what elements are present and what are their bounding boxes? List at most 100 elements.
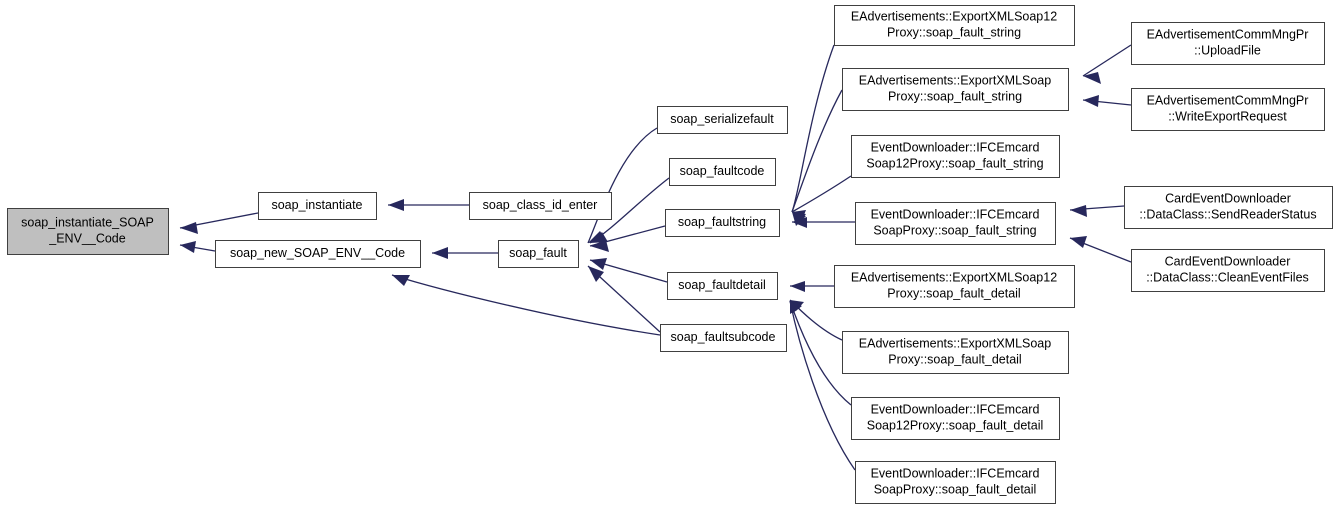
arrowhead-icon: [590, 232, 608, 243]
node-soap_instantiate[interactable]: soap_instantiate: [258, 192, 377, 220]
node-label: Proxy::soap_fault_string: [888, 89, 1022, 103]
node-box[interactable]: [657, 106, 788, 134]
arrowhead-icon: [1070, 205, 1087, 217]
node-label: ::WriteExportRequest: [1168, 109, 1287, 123]
node-label: soap_faultdetail: [678, 278, 766, 292]
node-label: EventDownloader::IFCEmcard: [871, 402, 1040, 416]
node-label: CardEventDownloader: [1165, 254, 1291, 268]
node-label: EventDownloader::IFCEmcard: [871, 207, 1040, 221]
arrowhead-icon: [792, 217, 807, 228]
node-box[interactable]: [834, 265, 1075, 308]
arrowhead-icon: [588, 266, 604, 282]
node-CardEventDownloader_DataClass_SendReaderStatus[interactable]: CardEventDownloader::DataClass::SendRead…: [1124, 186, 1333, 229]
node-soap_faultstring[interactable]: soap_faultstring: [665, 209, 780, 237]
edge-EventDownloader_IFCEmcardSoap12Proxy_soap_fault_string-to-soap_faultstring: [791, 175, 852, 213]
node-EAdvertisements_ExportXMLSoap12Proxy_soap_fault_string[interactable]: EAdvertisements::ExportXMLSoap12Proxy::s…: [834, 5, 1075, 46]
node-soap_instantiate_SOAP_ENV__Code[interactable]: soap_instantiate_SOAP_ENV__Code: [7, 208, 169, 255]
node-label: EAdvertisementCommMngPr: [1147, 93, 1309, 107]
edge-EAdvertisements_ExportXMLSoapProxy_soap_fault_string-to-soap_faultstring: [791, 89, 843, 213]
node-box[interactable]: [1131, 249, 1325, 292]
node-box[interactable]: [469, 192, 612, 220]
arrowhead-icon: [1083, 72, 1101, 84]
nodes-layer: soap_instantiate_SOAP_ENV__Codesoap_inst…: [7, 5, 1333, 504]
node-label: CardEventDownloader: [1165, 191, 1291, 205]
edge-soap_serializefault-to-soap_fault: [587, 127, 658, 244]
node-label: soap_class_id_enter: [483, 198, 598, 212]
node-label: soap_faultsubcode: [671, 330, 776, 344]
node-EventDownloader_IFCEmcardSoap12Proxy_soap_fault_string[interactable]: EventDownloader::IFCEmcardSoap12Proxy::s…: [851, 135, 1060, 178]
node-box[interactable]: [851, 135, 1060, 178]
node-EAdvertisements_ExportXMLSoap12Proxy_soap_fault_detail[interactable]: EAdvertisements::ExportXMLSoap12Proxy::s…: [834, 265, 1075, 308]
node-label: soap_serializefault: [670, 112, 774, 126]
node-EAdvertisements_ExportXMLSoapProxy_soap_fault_string[interactable]: EAdvertisements::ExportXMLSoapProxy::soa…: [842, 68, 1069, 111]
edge-EventDownloader_IFCEmcardSoapProxy_soap_fault_detail-to-soap_faultdetail: [789, 300, 856, 471]
node-label: ::DataClass::SendReaderStatus: [1139, 207, 1316, 221]
node-box[interactable]: [215, 240, 421, 268]
node-soap_class_id_enter[interactable]: soap_class_id_enter: [469, 192, 612, 220]
node-label: soap_instantiate: [271, 198, 362, 212]
node-label: soap_fault: [509, 246, 567, 260]
node-EAdvertisements_ExportXMLSoapProxy_soap_fault_detail[interactable]: EAdvertisements::ExportXMLSoapProxy::soa…: [842, 331, 1069, 374]
node-label: soap_new_SOAP_ENV__Code: [230, 246, 405, 260]
node-soap_faultsubcode[interactable]: soap_faultsubcode: [660, 324, 787, 352]
node-soap_faultdetail[interactable]: soap_faultdetail: [667, 272, 778, 300]
arrowhead-icon: [180, 222, 198, 234]
node-box[interactable]: [834, 5, 1075, 46]
node-EAdvertisementCommMngPr_WriteExportRequest[interactable]: EAdvertisementCommMngPr::WriteExportRequ…: [1131, 88, 1325, 131]
node-box[interactable]: [258, 192, 377, 220]
node-box[interactable]: [498, 240, 579, 268]
node-box[interactable]: [1131, 22, 1325, 65]
arrowhead-icon: [1083, 95, 1099, 107]
edge-soap_faultsubcode-to-soap_new_SOAP_ENV__Code: [391, 274, 661, 336]
node-label: SoapProxy::soap_fault_string: [873, 223, 1036, 237]
node-soap_faultcode[interactable]: soap_faultcode: [669, 158, 776, 186]
arrowhead-icon: [392, 275, 410, 286]
arrowhead-icon: [790, 301, 800, 314]
node-soap_new_SOAP_ENV__Code[interactable]: soap_new_SOAP_ENV__Code: [215, 240, 421, 268]
node-box[interactable]: [665, 209, 780, 237]
node-box[interactable]: [842, 68, 1069, 111]
arrowhead-icon: [1070, 236, 1087, 248]
node-box[interactable]: [1124, 186, 1333, 229]
node-label: EventDownloader::IFCEmcard: [871, 140, 1040, 154]
node-label: soap_instantiate_SOAP: [21, 215, 154, 229]
node-label: Proxy::soap_fault_detail: [887, 286, 1020, 300]
node-box[interactable]: [1131, 88, 1325, 131]
arrowhead-icon: [792, 210, 806, 220]
node-box[interactable]: [855, 461, 1056, 504]
edge-EAdvertisementCommMngPr_UploadFile-to-EAdvertisements_ExportXMLSoapProxy_soap_fault_string: [1082, 44, 1132, 77]
node-box[interactable]: [842, 331, 1069, 374]
node-box[interactable]: [660, 324, 787, 352]
node-EventDownloader_IFCEmcardSoap12Proxy_soap_fault_detail[interactable]: EventDownloader::IFCEmcardSoap12Proxy::s…: [851, 397, 1060, 440]
node-box[interactable]: [855, 202, 1056, 245]
node-soap_fault[interactable]: soap_fault: [498, 240, 579, 268]
node-box[interactable]: [669, 158, 776, 186]
node-label: ::UploadFile: [1194, 43, 1261, 57]
node-label: EAdvertisements::ExportXMLSoap: [859, 336, 1051, 350]
node-label: EAdvertisements::ExportXMLSoap12: [851, 270, 1057, 284]
node-label: EAdvertisementCommMngPr: [1147, 27, 1309, 41]
arrowhead-icon: [388, 199, 404, 211]
node-EventDownloader_IFCEmcardSoapProxy_soap_fault_detail[interactable]: EventDownloader::IFCEmcardSoapProxy::soa…: [855, 461, 1056, 504]
arrowhead-icon: [590, 258, 607, 270]
node-box[interactable]: [7, 208, 169, 255]
node-label: Proxy::soap_fault_detail: [888, 352, 1021, 366]
node-label: EAdvertisements::ExportXMLSoap: [859, 73, 1051, 87]
node-label: ::DataClass::CleanEventFiles: [1146, 270, 1309, 284]
node-label: soap_faultstring: [678, 215, 766, 229]
edges-layer: [179, 44, 1132, 471]
node-label: EAdvertisements::ExportXMLSoap12: [851, 9, 1057, 23]
node-soap_serializefault[interactable]: soap_serializefault: [657, 106, 788, 134]
node-box[interactable]: [667, 272, 778, 300]
arrowhead-icon: [790, 281, 805, 292]
node-box[interactable]: [851, 397, 1060, 440]
node-EAdvertisementCommMngPr_UploadFile[interactable]: EAdvertisementCommMngPr::UploadFile: [1131, 22, 1325, 65]
node-label: SoapProxy::soap_fault_detail: [874, 482, 1037, 496]
edge-EventDownloader_IFCEmcardSoap12Proxy_soap_fault_detail-to-soap_faultdetail: [789, 300, 852, 406]
node-label: Proxy::soap_fault_string: [887, 25, 1021, 39]
node-CardEventDownloader_DataClass_CleanEventFiles[interactable]: CardEventDownloader::DataClass::CleanEve…: [1131, 249, 1325, 292]
node-EventDownloader_IFCEmcardSoapProxy_soap_fault_string[interactable]: EventDownloader::IFCEmcardSoapProxy::soa…: [855, 202, 1056, 245]
edge-EAdvertisements_ExportXMLSoap12Proxy_soap_fault_string-to-soap_faultstring: [791, 44, 835, 213]
arrowhead-icon: [590, 240, 609, 252]
